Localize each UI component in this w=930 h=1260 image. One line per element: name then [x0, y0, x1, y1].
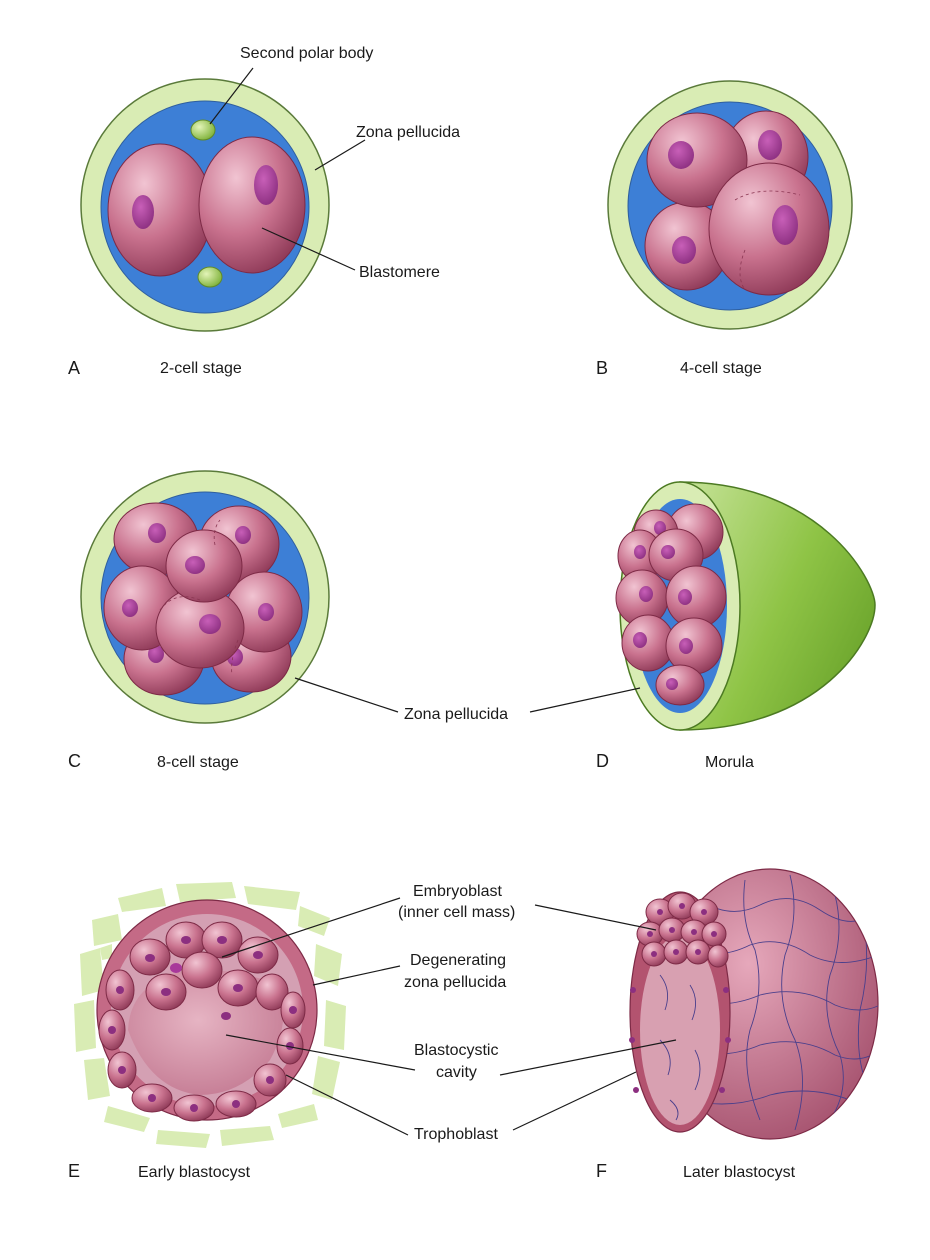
blastocystic-cavity-f — [640, 935, 720, 1125]
embryoblast-cells — [129, 921, 289, 1020]
blastomere-b-lower-right — [708, 162, 830, 296]
nucleus-icon — [639, 586, 653, 602]
panel-letter-a: A — [68, 358, 80, 378]
polar-body-top — [190, 119, 216, 141]
leader-zona-pellucida-d — [529, 687, 641, 713]
caption-c: 8-cell stage — [157, 754, 239, 771]
label-cavity: cavity — [436, 1064, 477, 1081]
nucleus-icon — [679, 638, 693, 654]
label-zona-pellucida-a: Zona pellucida — [356, 124, 460, 141]
panel-b-4-cell-stage: B 4-cell stage — [596, 80, 853, 378]
blastomere-right — [198, 136, 306, 274]
nucleus-icon — [132, 195, 154, 229]
nucleus-icon — [633, 632, 647, 648]
shared-labels-e-f: Embryoblast (inner cell mass) Degenerati… — [221, 883, 677, 1143]
panel-letter-c: C — [68, 751, 81, 771]
label-trophoblast: Trophoblast — [414, 1126, 498, 1143]
label-blastocystic: Blastocystic — [414, 1042, 498, 1059]
blastomere-left — [107, 143, 213, 277]
trophoblast-network — [689, 874, 878, 1131]
nucleus-icon — [758, 130, 782, 160]
caption-a: 2-cell stage — [160, 360, 242, 377]
panel-letter-f: F — [596, 1161, 607, 1181]
nucleus-icon — [661, 545, 675, 559]
label-embryoblast: Embryoblast — [413, 883, 502, 900]
panel-a-2-cell-stage: Second polar body Zona pellucida Blastom… — [68, 45, 460, 378]
panel-e-early-blastocyst: E Early blastocyst — [68, 882, 346, 1181]
hidden-cell-boundary — [739, 249, 746, 291]
nucleus-icon — [148, 645, 164, 663]
nucleus-icon — [678, 589, 692, 605]
nucleus-icon — [772, 205, 798, 245]
panel-f-later-blastocyst: F Later blastocyst — [596, 868, 879, 1181]
polar-body-bottom — [197, 266, 223, 288]
caption-f: Later blastocyst — [683, 1164, 796, 1181]
nucleus-icon — [668, 141, 694, 169]
leader-trophoblast-f — [512, 1071, 637, 1131]
zona-pellucida-shared-label: Zona pellucida — [294, 677, 641, 723]
label-degenerating: Degenerating — [410, 952, 506, 969]
panel-letter-b: B — [596, 358, 608, 378]
leader-embryoblast-f — [534, 904, 657, 931]
leader-trophoblast-e — [285, 1074, 409, 1136]
leader-second-polar-body — [209, 67, 254, 125]
label-inner-cell-mass: (inner cell mass) — [398, 904, 515, 921]
leader-zona-pellucida-a — [314, 139, 366, 171]
cavity-texture — [659, 974, 701, 1121]
blastomere-b-upper-left — [646, 112, 748, 208]
panel-d-morula: D Morula — [596, 481, 876, 771]
trophoblast-cells-f — [629, 987, 731, 1093]
label-second-polar-body: Second polar body — [240, 45, 373, 62]
leader-zona-pellucida-c — [294, 677, 399, 713]
blastomere-d — [655, 664, 705, 706]
caption-d: Morula — [705, 754, 754, 771]
nucleus-icon — [185, 556, 205, 574]
hidden-cell-boundary — [231, 639, 239, 676]
nucleus-icon — [235, 526, 251, 544]
nucleus-icon — [122, 599, 138, 617]
nucleus-icon — [148, 523, 166, 543]
nucleus-icon — [254, 165, 278, 205]
embryoblast-f — [636, 892, 729, 968]
panel-letter-e: E — [68, 1161, 80, 1181]
leader-blastomere — [261, 227, 356, 271]
hidden-cell-boundary — [213, 519, 221, 546]
caption-e: Early blastocyst — [138, 1164, 251, 1181]
label-zona-pellucida-e: zona pellucida — [404, 974, 506, 991]
caption-b: 4-cell stage — [680, 360, 762, 377]
nucleus-icon — [634, 545, 646, 559]
label-zona-pellucida-cd: Zona pellucida — [404, 706, 508, 723]
hidden-cell-boundary — [734, 190, 801, 201]
leader-blastocystic-cavity-e — [225, 1034, 416, 1071]
leader-embryoblast-e — [221, 897, 401, 958]
panel-letter-d: D — [596, 751, 609, 771]
leader-blastocystic-cavity-f — [499, 1039, 677, 1076]
panel-c-8-cell-stage: C 8-cell stage — [68, 470, 330, 771]
leader-degenerating-zona — [312, 965, 401, 986]
nucleus-icon — [672, 236, 696, 264]
nucleus-icon — [258, 603, 274, 621]
nucleus-icon — [654, 521, 666, 535]
nucleus-icon — [666, 678, 678, 690]
trophoblast-cells — [98, 969, 306, 1122]
label-blastomere: Blastomere — [359, 264, 440, 281]
nucleus-icon — [199, 614, 221, 634]
